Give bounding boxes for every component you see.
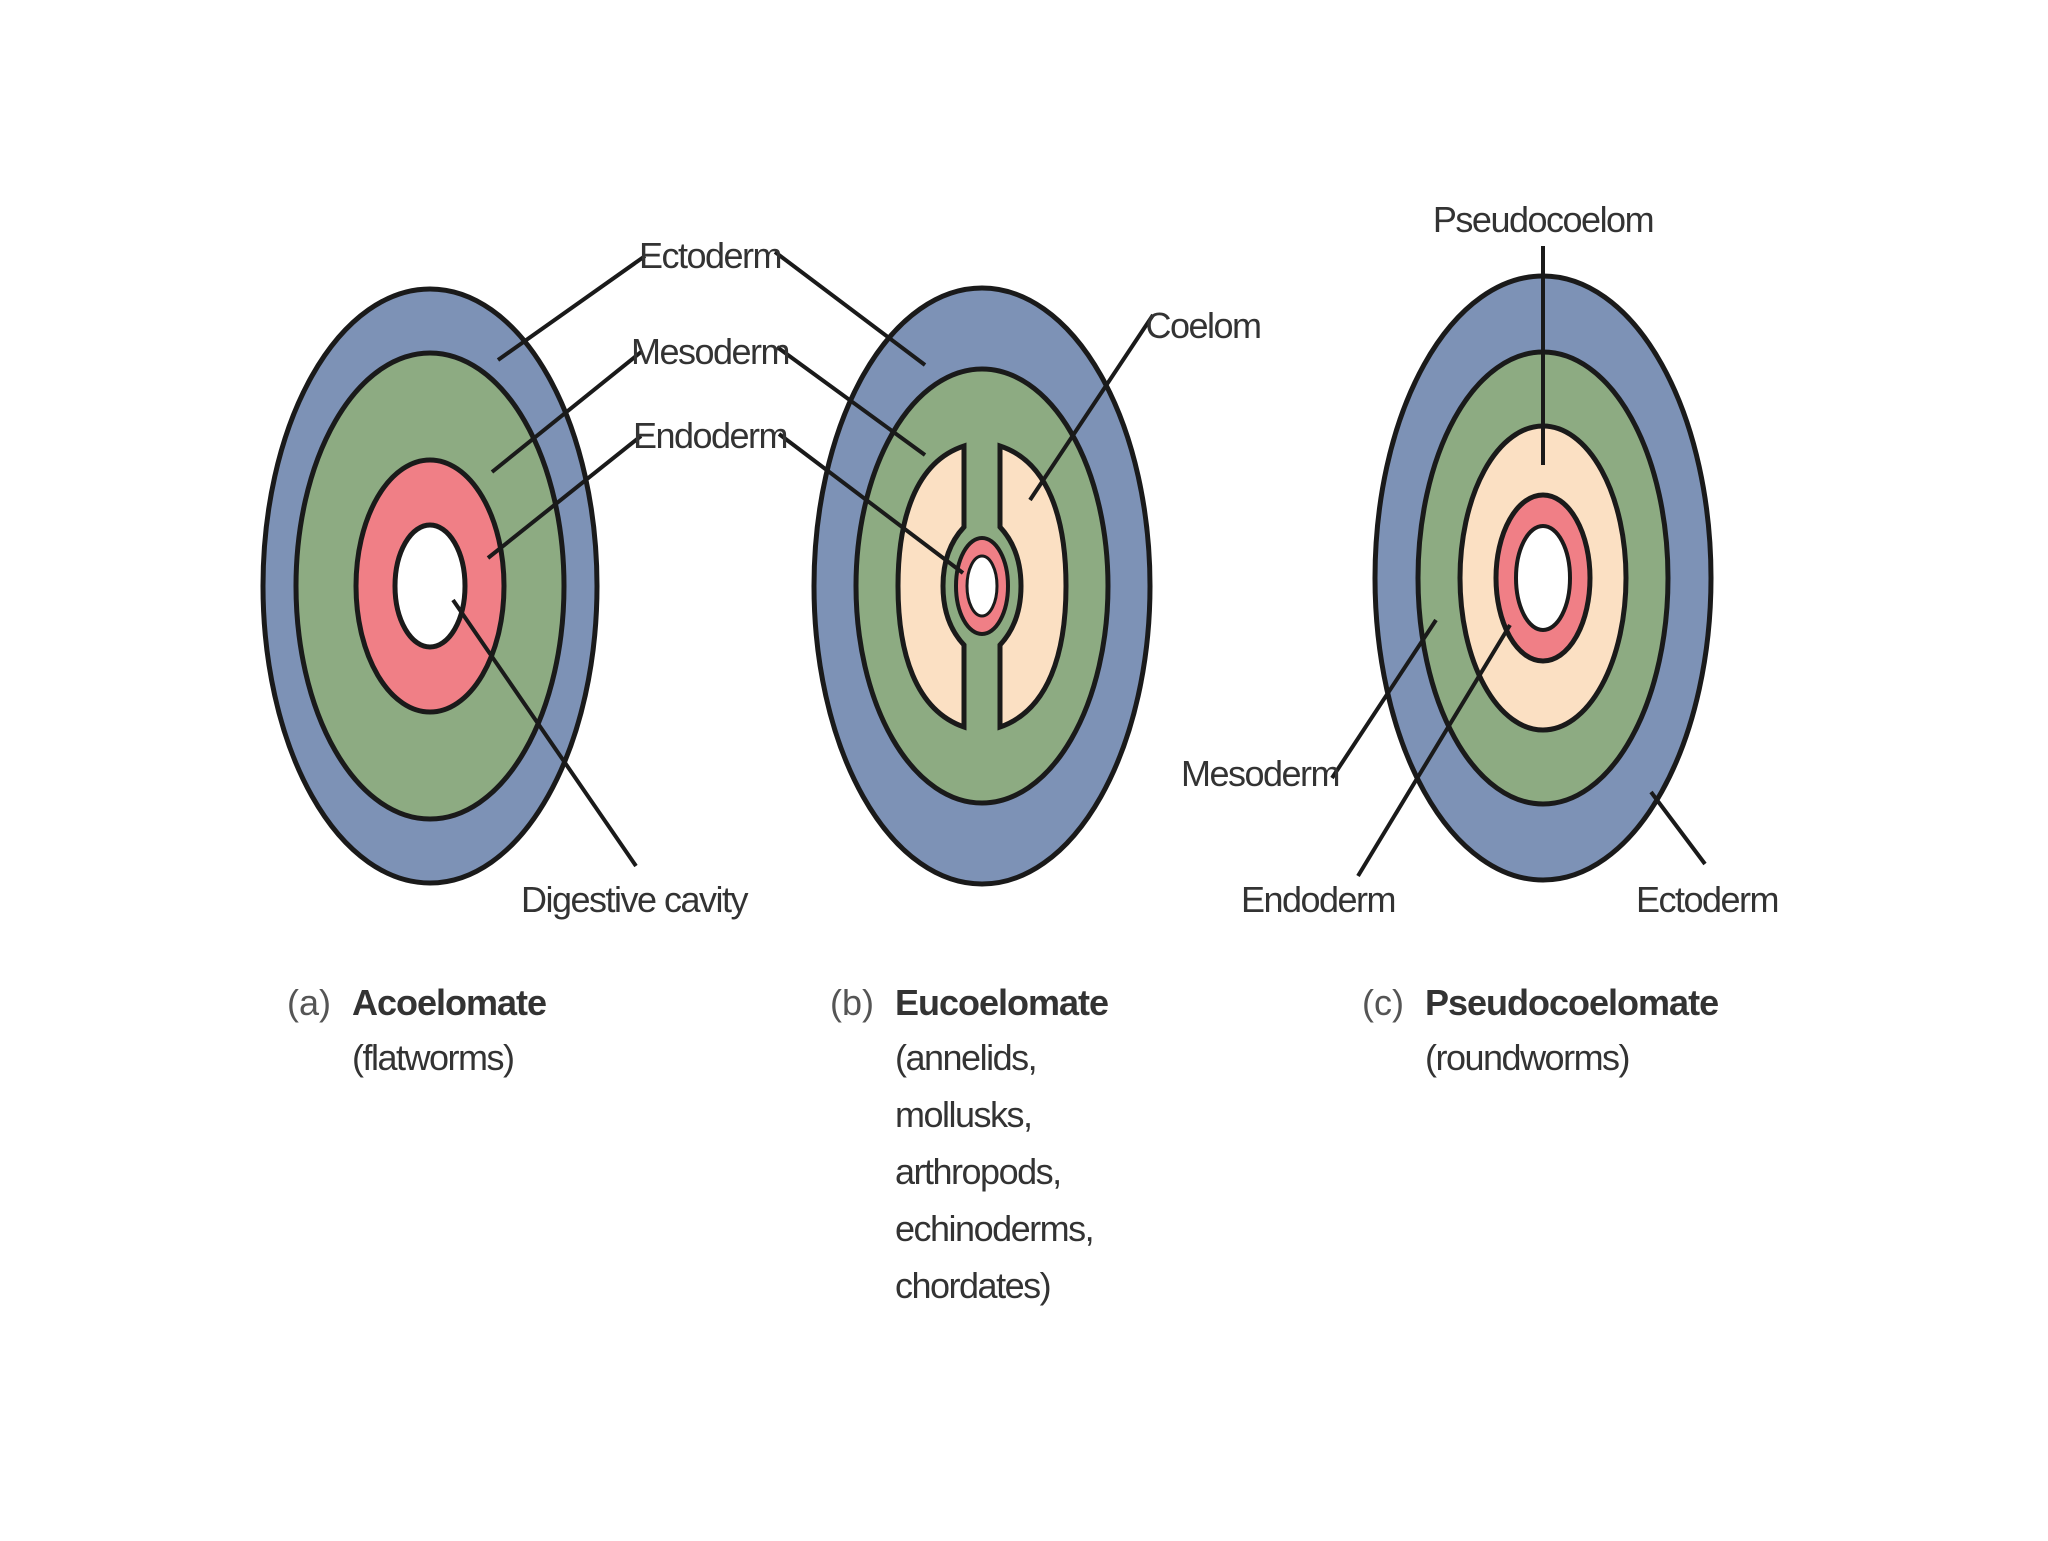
acoelomate-digestive-cavity <box>392 522 468 650</box>
caption-title-b: Eucoelomate <box>895 982 1108 1023</box>
caption-subtitle-b-line-4: echinoderms, <box>895 1208 1093 1249</box>
pseudocoelomate-figure <box>1372 273 1714 883</box>
leader-endoderm-a <box>486 434 643 560</box>
eucoelomate-figure <box>811 285 1153 887</box>
caption-subtitle-a-line-1: (flatworms) <box>352 1037 514 1078</box>
leader-mesoderm-a <box>490 350 643 474</box>
leader-endoderm-c <box>1356 623 1512 878</box>
leader-ectoderm-a <box>496 254 647 362</box>
eucoelomate-coelom-left <box>895 442 967 731</box>
caption-pseudocoelomate: (c) Pseudocoelomate (roundworms) <box>1362 982 1719 1078</box>
leader-lines <box>451 246 1707 878</box>
label-pseudocoelom: Pseudocoelom <box>1433 199 1653 240</box>
pseudocoelomate-digestive-cavity <box>1514 524 1572 632</box>
leader-coelom <box>1028 313 1155 502</box>
structure-labels: Ectoderm Mesoderm Endoderm Digestive cav… <box>521 199 1780 920</box>
caption-acoelomate: (a) Acoelomate (flatworms) <box>287 982 547 1078</box>
leader-ectoderm-c <box>1649 790 1707 866</box>
caption-subtitle-b-line-5: chordates) <box>895 1265 1050 1306</box>
label-endoderm: Endoderm <box>633 415 787 456</box>
caption-letter-c: (c) <box>1362 982 1404 1023</box>
eucoelomate-coelom-right <box>997 442 1069 731</box>
caption-subtitle-b-line-2: mollusks, <box>895 1094 1032 1135</box>
acoelomate-figure <box>260 286 600 886</box>
caption-letter-b: (b) <box>830 982 874 1023</box>
caption-letter-a: (a) <box>287 982 331 1023</box>
caption-subtitle-b-line-3: arthropods, <box>895 1151 1061 1192</box>
caption-title-a: Acoelomate <box>352 982 546 1023</box>
label-digestive-cavity: Digestive cavity <box>521 879 749 920</box>
caption-eucoelomate: (b) Eucoelomate (annelids, mollusks, art… <box>830 982 1109 1306</box>
caption-title-c: Pseudocoelomate <box>1425 982 1718 1023</box>
leader-endoderm-b <box>777 432 965 575</box>
label-coelom: Coelom <box>1145 305 1260 346</box>
leader-ectoderm-b <box>773 250 927 367</box>
caption-subtitle-b-line-1: (annelids, <box>895 1037 1036 1078</box>
leader-digestive-cavity <box>451 598 638 868</box>
caption-subtitle-c-line-1: (roundworms) <box>1425 1037 1629 1078</box>
eucoelomate-digestive-cavity <box>965 554 999 618</box>
label-mesoderm-c: Mesoderm <box>1181 753 1339 794</box>
leader-mesoderm-c <box>1330 618 1438 780</box>
label-ectoderm: Ectoderm <box>639 235 781 276</box>
leader-mesoderm-b <box>775 345 927 457</box>
label-mesoderm: Mesoderm <box>631 331 789 372</box>
label-endoderm-c: Endoderm <box>1241 879 1395 920</box>
label-ectoderm-c: Ectoderm <box>1636 879 1778 920</box>
